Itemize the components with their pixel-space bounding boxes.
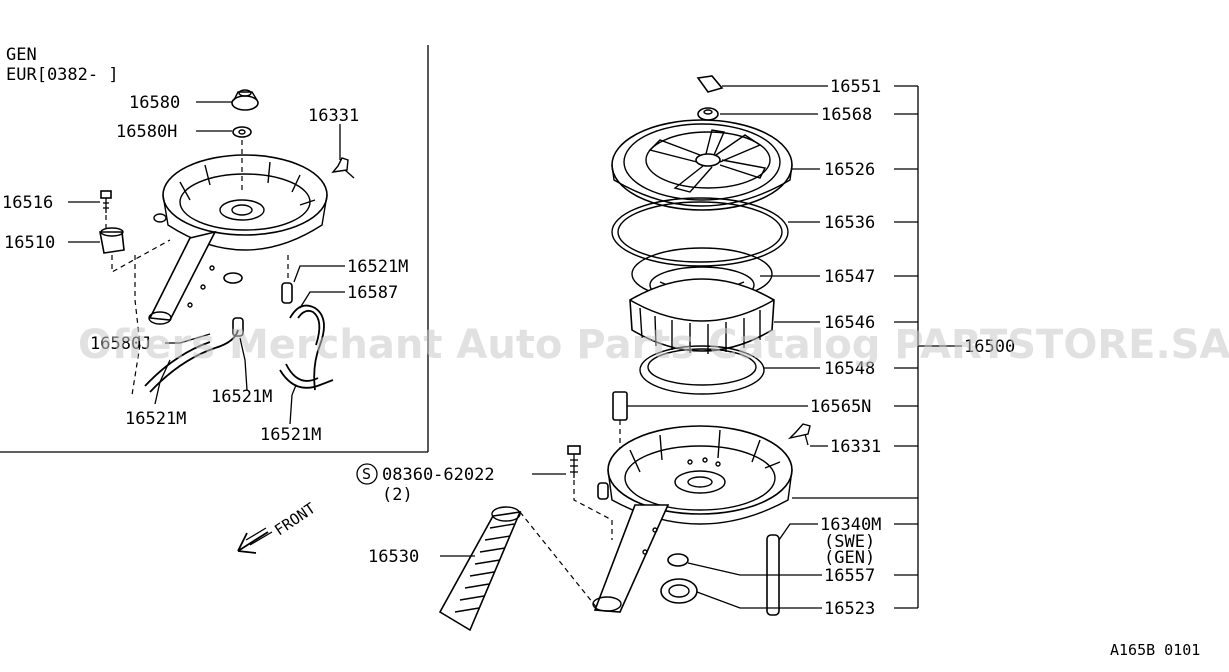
inset-parts-drawing [99,89,355,396]
label-16557: 16557 [824,566,875,586]
label-bolt-symbol: S [362,465,371,483]
label-16521M-c: 16521M [125,409,186,429]
label-16547: 16547 [824,267,875,287]
label-16580: 16580 [129,93,180,113]
label-16546: 16546 [824,313,875,333]
part-16521M-a-hose [281,282,293,304]
label-bolt-qty: (2) [382,485,413,505]
part-16510-sensor [99,227,125,254]
part-16536-ring [611,197,789,267]
label-16510: 16510 [4,233,55,253]
label-16331-main: 16331 [830,437,881,457]
label-16521M-b: 16521M [211,387,272,407]
label-16340M: 16340M [820,515,881,535]
label-front: FRONT [271,499,319,539]
label-16580J: 16580J [90,334,151,354]
inset-frame [0,45,429,453]
part-16551-clip [696,75,724,93]
label-bolt-part: 08360-62022 [382,465,495,485]
label-16580H: 16580H [116,122,177,142]
watermark-text: Offers Merchant Auto Parts Catalog PARTS… [78,322,1229,368]
label-swe: (SWE) [824,532,875,552]
part-16526-cover [611,119,793,211]
bolt-callout: S 08360-62022 (2) [356,463,495,505]
label-16526: 16526 [824,160,875,180]
label-16523: 16523 [824,599,875,619]
part-16580-cap [231,89,259,111]
inset-leaders [68,101,345,425]
label-16536: 16536 [824,213,875,233]
label-16551: 16551 [830,77,881,97]
part-main-housing [592,425,793,613]
main-parts-drawing [438,75,811,632]
inset-variant-line2: EUR[0382- ] [6,65,119,85]
label-gen: (GEN) [824,548,875,568]
label-16565N: 16565N [810,397,871,417]
label-16530: 16530 [368,547,419,567]
part-16548-ring [639,345,765,395]
part-16530-duct [438,506,522,632]
part-16580H-washer [232,126,252,138]
inset-variant-line1: GEN [6,45,37,65]
label-16331-inset: 16331 [308,106,359,126]
part-16546-filter [629,278,775,354]
part-16516-bolt [100,190,112,213]
part-16331-main [787,423,811,446]
label-16516: 16516 [2,193,53,213]
diagram-code: A165B 0101 [1110,641,1200,659]
part-08360-bolt [567,445,581,478]
label-16587: 16587 [347,283,398,303]
label-16548: 16548 [824,359,875,379]
part-inset-housing [148,154,328,325]
label-16521M-a: 16521M [347,257,408,277]
part-16557-grommet [667,553,689,567]
front-arrow: FRONT [237,499,319,554]
label-16500: 16500 [964,337,1015,357]
part-16523-seal [660,578,698,604]
main-leaders [440,85,962,609]
label-16521M-d: 16521M [260,425,321,445]
part-16331-inset [331,157,355,179]
part-16565N-clip [612,391,628,421]
label-16568: 16568 [821,105,872,125]
